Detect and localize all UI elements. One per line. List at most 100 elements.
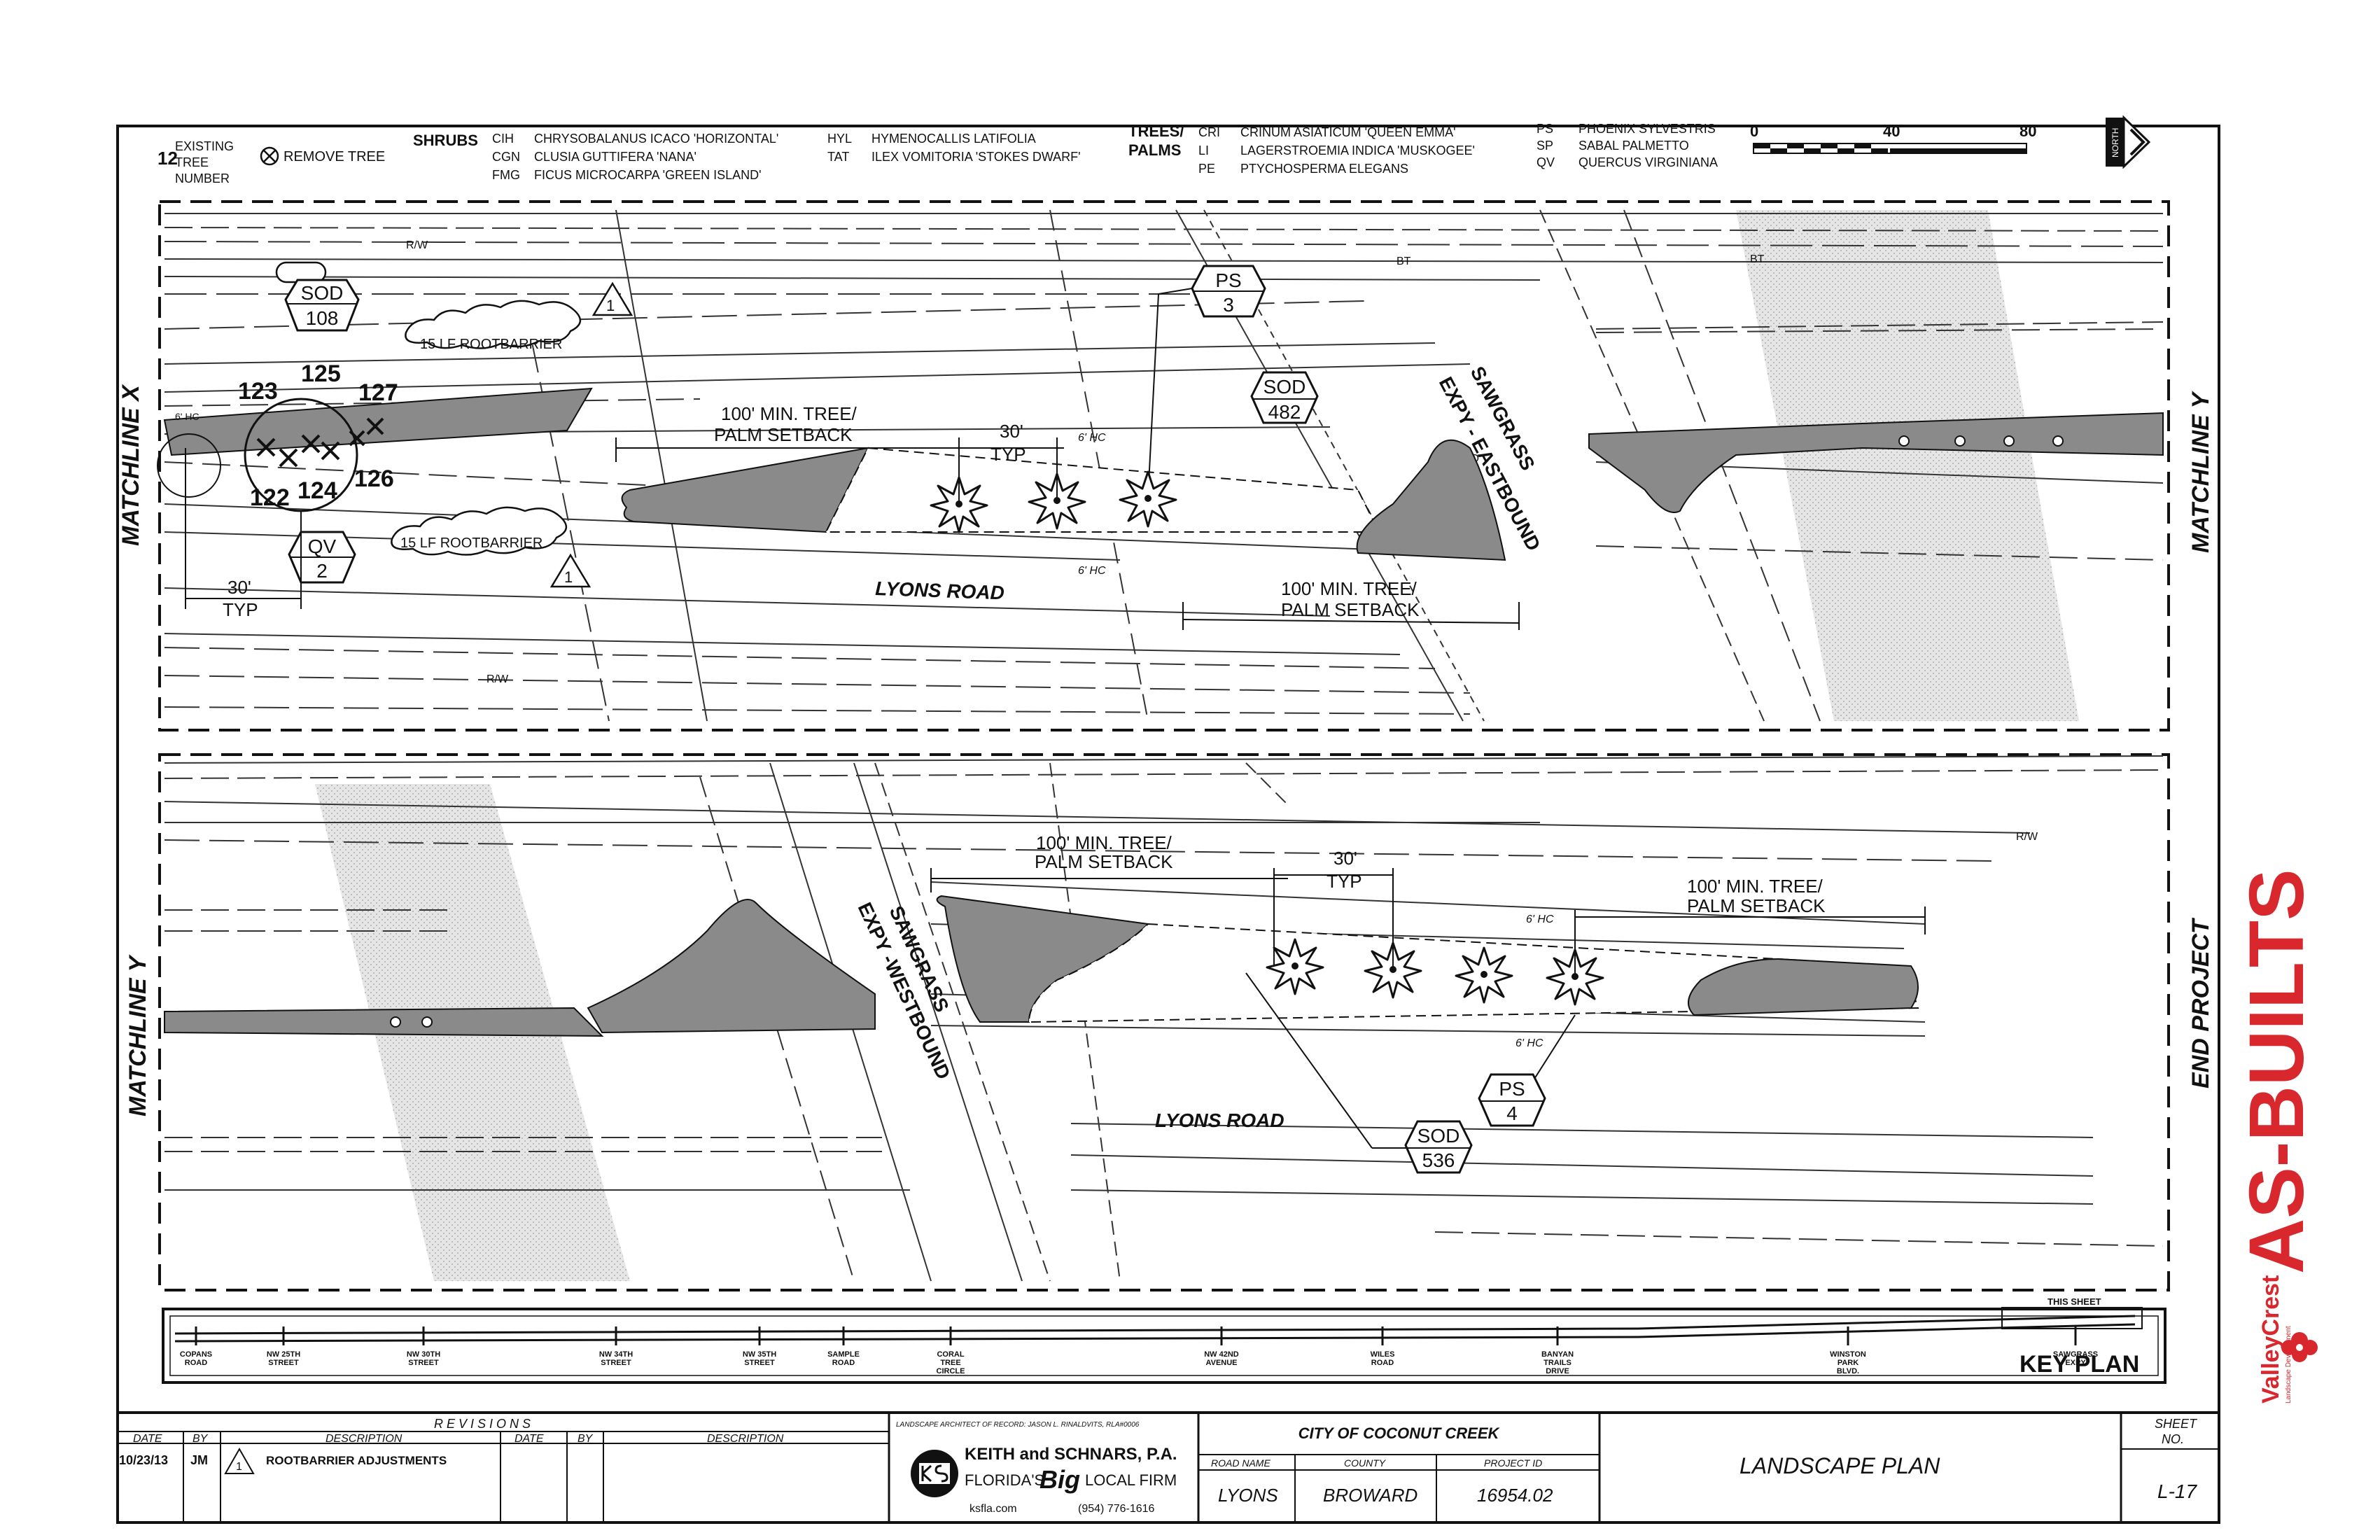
tree-code-4: SP (1536, 139, 1553, 153)
north-label: NORTH (2110, 128, 2120, 158)
setback-label-upper-1b: PALM SETBACK (714, 424, 853, 445)
rootbarrier-cloud-2 (391, 506, 567, 556)
lower-plan-panel: MATCHLINE Y END PROJECT (125, 753, 2214, 1292)
revisions-title: R E V I S I O N S (434, 1417, 531, 1431)
median-sod-1 (825, 447, 1380, 533)
hc-upper-2: 6' HC (1078, 565, 1106, 577)
setback-label-lower-2b: PALM SETBACK (1687, 895, 1826, 916)
tag-ps-3-code: PS (1215, 270, 1241, 291)
tree-code-1: LI (1198, 144, 1209, 158)
lyons-road-label-lower: LYONS ROAD (1155, 1110, 1284, 1131)
key-plan-street-label: ROAD (185, 1359, 207, 1367)
key-plan-street-label: BANYAN (1541, 1350, 1574, 1359)
dim-30-upper: 30' (1000, 421, 1023, 442)
median-planting-lower-3 (1688, 958, 1919, 1016)
setback-label-upper-2b: PALM SETBACK (1281, 599, 1420, 620)
scale-label-40: 40 (1883, 122, 1900, 140)
rev-col-date: DATE (133, 1433, 162, 1445)
valleycrest-logo: ValleyCrest Landscape Development (2258, 1275, 2318, 1404)
shrub-name-1: CLUSIA GUTTIFERA 'NANA' (534, 150, 696, 164)
rev-delta-icon (224, 1447, 255, 1474)
bt-label-upper-2: BT (1750, 253, 1765, 265)
hibiscus-icon (2281, 1332, 2318, 1362)
hc-upper-1: 6' HC (1078, 432, 1106, 444)
tag-sod-536-code: SOD (1418, 1125, 1460, 1147)
rev-num-value: 1 (236, 1461, 242, 1473)
setback-label-upper-2a: 100' MIN. TREE/ (1281, 578, 1418, 599)
key-plan-street-label: TRAILS (1544, 1359, 1572, 1367)
median-planting-lower-1 (587, 899, 876, 1034)
key-plan-street-label: NW 34TH (599, 1350, 633, 1359)
firm-tagline-a: FLORIDA'S (965, 1471, 1044, 1489)
scale-label-0: 0 (1750, 122, 1758, 140)
city-name: CITY OF COCONUT CREEK (1298, 1424, 1501, 1442)
key-plan-street-label: NW 25TH (267, 1350, 300, 1359)
firm-website: ksfla.com (969, 1503, 1017, 1515)
rev-col-desc: DESCRIPTION (326, 1433, 402, 1445)
tag-sod-108-code: SOD (301, 282, 344, 304)
tag-sod-108-qty: 108 (306, 307, 339, 329)
sheet-border (116, 125, 2220, 1524)
tag-sod-482: SOD 482 (1250, 371, 1319, 424)
hc-lower-1: 6' HC (1526, 913, 1554, 925)
typ-upper: TYP (990, 444, 1026, 465)
tree-number-126: 126 (354, 465, 394, 492)
shrub-name-3: HYMENOCALLIS LATIFOLIA (872, 132, 1036, 146)
legend-tree-number-sample: 12 (158, 148, 178, 169)
rootbarrier-cloud-1 (405, 300, 581, 349)
key-plan-street-label: WILES (1371, 1350, 1395, 1359)
tree-code-3: PS (1536, 122, 1553, 136)
rev-col-by-2: BY (578, 1433, 594, 1445)
firm-phone: (954) 776-1616 (1078, 1503, 1155, 1515)
rev-by-value: JM (190, 1453, 208, 1467)
shrub-code-1: CGN (492, 150, 520, 164)
tag-qv-2: QV 2 (288, 531, 356, 584)
tree-number-127: 127 (358, 379, 398, 406)
tree-number-122: 122 (250, 484, 290, 511)
key-plan-street-label: PARK (1837, 1359, 1858, 1367)
setback-label-lower-2a: 100' MIN. TREE/ (1687, 876, 1823, 897)
sheet-no-header-2: NO. (2162, 1432, 2184, 1446)
key-plan-street-label: CIRCLE (937, 1367, 965, 1376)
key-plan-title: KEY PLAN (2019, 1351, 2139, 1378)
rev-col-date-2: DATE (514, 1433, 544, 1445)
tag-ps-4-qty: 4 (1506, 1102, 1518, 1124)
rw-label-upper: R/W (406, 239, 428, 251)
matchline-y-label-upper: MATCHLINE Y (2188, 390, 2214, 553)
sheet-title: LANDSCAPE PLAN (1740, 1453, 1940, 1478)
median-planting-2 (1356, 439, 1506, 561)
north-arrow: NORTH (2106, 115, 2151, 169)
road-name-header: ROAD NAME (1211, 1457, 1270, 1469)
tree-name-4: SABAL PALMETTO (1578, 139, 1689, 153)
hc-upper-3: 6' HC (175, 411, 200, 422)
matchline-y-label-lower: MATCHLINE Y (125, 953, 151, 1116)
key-plan-street-label: ROAD (1371, 1359, 1394, 1367)
dim-30-lower: 30' (1334, 848, 1357, 869)
tree-name-1: LAGERSTROEMIA INDICA 'MUSKOGEE' (1240, 144, 1475, 158)
tree-name-2: PTYCHOSPERMA ELEGANS (1240, 162, 1408, 176)
shrub-name-4: ILEX VOMITORIA 'STOKES DWARF' (872, 150, 1081, 164)
legend-existing-3: NUMBER (175, 172, 230, 186)
tag-sod-482-code: SOD (1264, 376, 1306, 398)
tag-ps-3-qty: 3 (1223, 294, 1234, 316)
firm-tagline-b: LOCAL FIRM (1085, 1471, 1177, 1489)
legend-shrubs-heading: SHRUBS (413, 132, 478, 149)
legend-existing-1: EXISTING (175, 139, 234, 153)
revision-delta-icon-2 (550, 553, 592, 588)
sheet-no-value: L-17 (2157, 1480, 2197, 1502)
key-plan-street-label: NW 35TH (743, 1350, 776, 1359)
setback-dimension-lower (930, 868, 1926, 1149)
median-planting-1 (621, 447, 869, 533)
key-plan-street-label: SAWGRASS (2053, 1350, 2098, 1359)
tree-code-0: CRI (1198, 125, 1220, 139)
shrub-code-4: TAT (827, 150, 849, 164)
rev-desc-value: ROOTBARRIER ADJUSTMENTS (266, 1454, 447, 1467)
upper-plan-panel: MATCHLINE X MATCHLINE Y (118, 200, 2214, 732)
rev-col-desc-2: DESCRIPTION (707, 1433, 784, 1445)
lyons-road-label-upper: LYONS ROAD (875, 578, 1005, 603)
matchline-x-label: MATCHLINE X (118, 384, 144, 546)
legend: 12 EXISTING TREE NUMBER REMOVE TREE SHRU… (158, 115, 2151, 186)
project-id-header: PROJECT ID (1484, 1457, 1542, 1469)
shrub-code-0: CIH (492, 132, 514, 146)
